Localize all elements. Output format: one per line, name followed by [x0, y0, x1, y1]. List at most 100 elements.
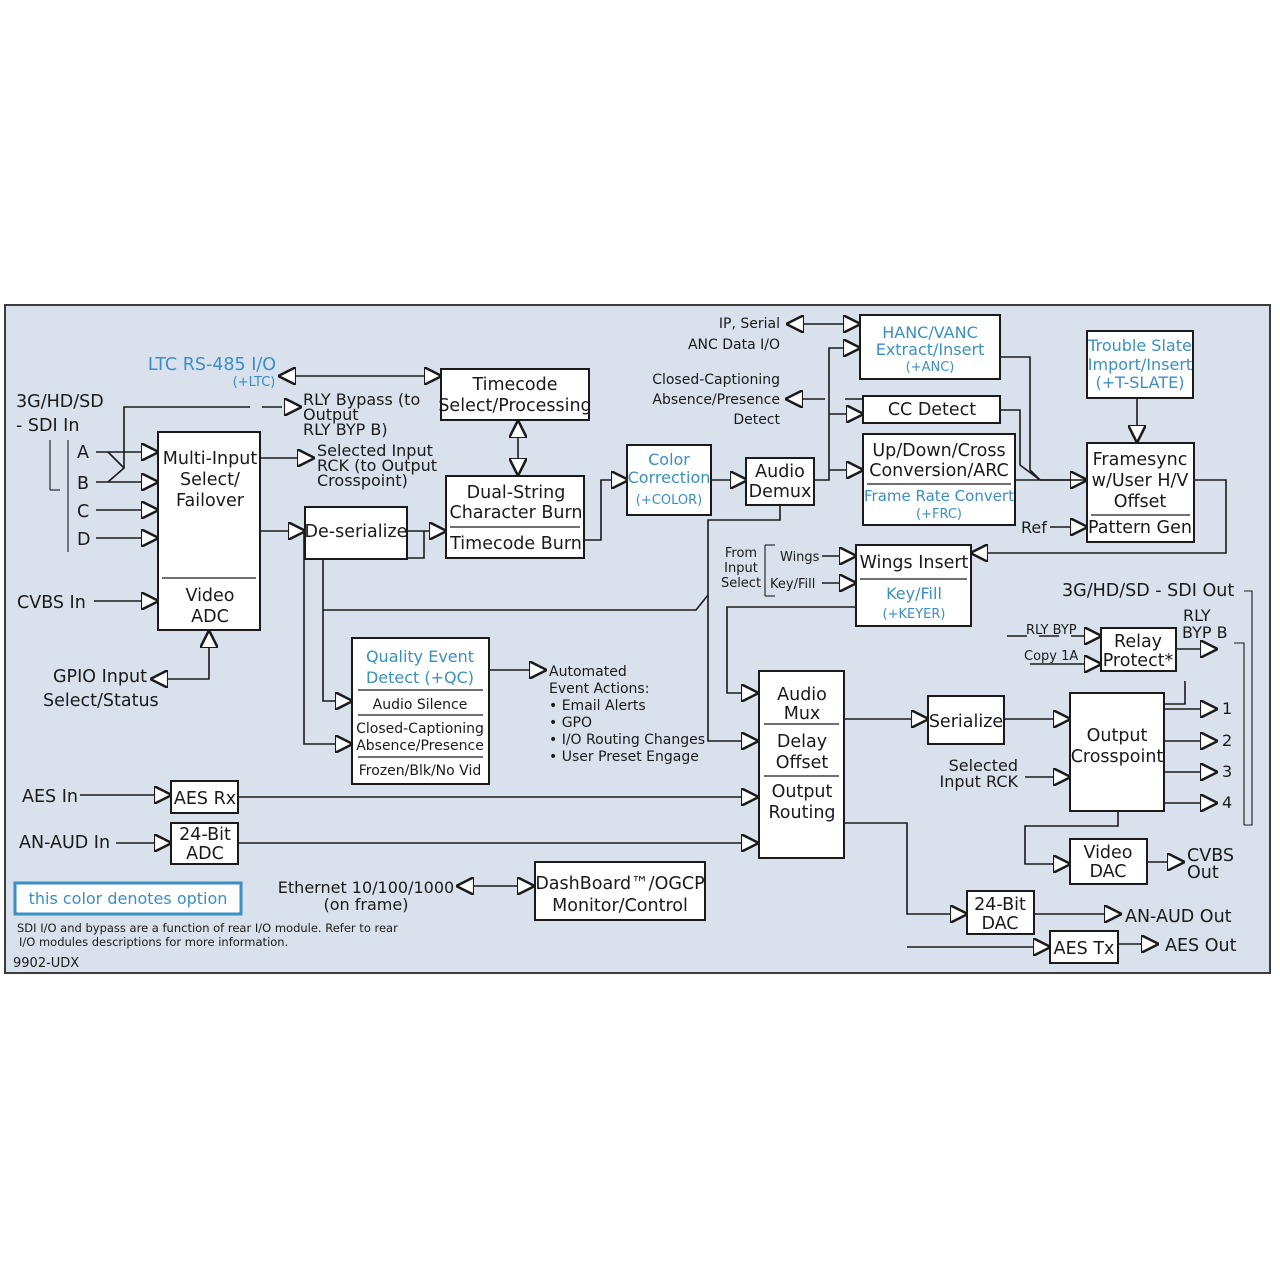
- footer-note-line2: I/O modules descriptions for more inform…: [19, 935, 288, 949]
- trouble-slate-line2: Import/Insert: [1088, 355, 1192, 374]
- connections: [49, 324, 1253, 947]
- sdi-out-label: 3G/HD/SD - SDI Out: [1062, 581, 1234, 601]
- qc-frozen: Frozen/Blk/No Vid: [359, 763, 481, 779]
- cc-label-line1: Closed-Captioning: [652, 372, 780, 388]
- from-input-line1: From: [725, 546, 757, 561]
- multi-input-block: Multi-Input Select/ Failover Video ADC: [157, 431, 261, 631]
- sdi-in-line1: 3G/HD/SD: [16, 392, 104, 412]
- ltc-title: LTC RS-485 I/O: [148, 355, 276, 375]
- updown-line2: Conversion/ARC: [869, 461, 1009, 481]
- hanc-vanc-block: HANC/VANC Extract/Insert (+ANC): [859, 314, 1001, 380]
- delay-offset-line1: Delay: [777, 732, 827, 752]
- framesync-line1: Framesync: [1093, 450, 1188, 470]
- key-fill-label: Key/Fill: [770, 577, 815, 592]
- action-item: • I/O Routing Changes: [549, 732, 705, 748]
- ip-serial-line2: ANC Data I/O: [688, 337, 780, 353]
- from-input-line3: Select: [721, 576, 761, 591]
- audio-mux-line2: Mux: [784, 704, 821, 724]
- option-legend-text: this color denotes option: [29, 889, 228, 908]
- sdi-input-b: B: [77, 474, 89, 494]
- multi-input-line2: Select/: [180, 470, 240, 490]
- rly-byp-b-line2: BYP B: [1182, 623, 1228, 642]
- cvbs-out-line2: Out: [1187, 863, 1219, 883]
- video-adc-line2: ADC: [191, 607, 229, 627]
- action-item: • GPO: [549, 715, 592, 731]
- hanc-option: (+ANC): [906, 360, 955, 375]
- input-labels: 3G/HD/SD - SDI In A B C D CVBS In GPIO I…: [16, 316, 1078, 914]
- color-correction-block: Color Correction (+COLOR): [626, 444, 712, 516]
- cc-detect-block: CC Detect: [862, 395, 1001, 424]
- automated-actions: Automated Event Actions: • Email Alerts …: [549, 664, 705, 765]
- audio-demux-block: Audio Demux: [745, 457, 815, 506]
- trouble-slate-option: (+T-SLATE): [1096, 373, 1185, 392]
- relay-protect-line1: Relay: [1114, 632, 1162, 652]
- aes-tx-block: AES Tx: [1049, 930, 1119, 964]
- audio-mux-block: Audio Mux Delay Offset Output Routing: [758, 670, 845, 859]
- ltc-option: (+LTC): [233, 375, 276, 390]
- dac-24-line2: DAC: [981, 914, 1018, 934]
- output-labels: 3G/HD/SD - SDI Out RLY BYP B 1 2 3 4 CVB…: [1062, 581, 1237, 956]
- dual-string-block: Dual-String Character Burn Timecode Burn: [445, 475, 585, 559]
- cc-label-line2: Absence/Presence: [652, 392, 780, 408]
- wings-insert-block: Wings Insert Key/Fill (+KEYER): [855, 544, 972, 627]
- aes-out-label: AES Out: [1165, 936, 1237, 956]
- updown-line1: Up/Down/Cross: [872, 441, 1005, 461]
- frc-line1: Frame Rate Convert: [864, 487, 1014, 505]
- output-crosspoint-line1: Output: [1087, 726, 1148, 746]
- trouble-slate-line1: Trouble Slate: [1087, 336, 1192, 355]
- copy-1a-label: Copy 1A: [1024, 649, 1078, 664]
- output-routing-line2: Routing: [768, 803, 835, 823]
- timecode-select-line2: Select/Processing: [438, 396, 591, 416]
- trouble-slate-block: Trouble Slate Import/Insert (+T-SLATE): [1086, 330, 1194, 399]
- cvbs-out-line1: CVBS: [1187, 846, 1234, 866]
- relay-protect-line2: Protect*: [1103, 651, 1174, 671]
- hanc-line2: Extract/Insert: [876, 340, 985, 359]
- dual-string-line1: Dual-String: [467, 483, 566, 503]
- timecode-burn-label: Timecode Burn: [449, 534, 582, 554]
- cvbs-in-label: CVBS In: [17, 593, 86, 613]
- adc-24-line1: 24-Bit: [179, 825, 231, 845]
- option-legend-box: [13, 881, 243, 916]
- an-aud-in-label: AN-AUD In: [19, 833, 110, 853]
- qc-title-line1: Quality Event: [366, 647, 474, 666]
- dashboard-line1: DashBoard™/OGCP: [535, 874, 704, 894]
- ethernet-line1: Ethernet 10/100/1000: [278, 878, 454, 897]
- sdi-out-3: 3: [1222, 762, 1232, 781]
- sel-input-line3: Crosspoint): [317, 471, 408, 490]
- rly-bypass-line1: RLY Bypass (to: [303, 390, 420, 409]
- dashboard-block: DashBoard™/OGCP Monitor/Control: [534, 861, 706, 921]
- audio-demux-line2: Demux: [749, 482, 812, 502]
- sel-rck-line2: Input RCK: [940, 772, 1019, 791]
- sel-input-line2: RCK (to Output: [317, 456, 437, 475]
- delay-offset-line2: Offset: [776, 753, 829, 773]
- multi-input-line3: Failover: [176, 491, 245, 511]
- serialize-block: Serialize: [927, 695, 1005, 745]
- framesync-line3: Offset: [1114, 492, 1167, 512]
- sdi-input-a: A: [77, 443, 89, 463]
- ethernet-line2: (on frame): [324, 895, 409, 914]
- qc-cc-line2: Absence/Presence: [356, 738, 484, 754]
- model-number: 9902-UDX: [13, 956, 79, 971]
- dashboard-line2: Monitor/Control: [552, 896, 688, 916]
- video-dac-line1: Video: [1083, 843, 1132, 863]
- sdi-input-d: D: [77, 530, 90, 550]
- footer-note-line1: SDI I/O and bypass are a function of rea…: [17, 921, 398, 935]
- video-adc-line1: Video: [185, 586, 234, 606]
- gpio-line2: Select/Status: [43, 691, 159, 711]
- framesync-line2: w/User H/V: [1092, 471, 1189, 491]
- qc-title-line2: Detect (+QC): [366, 668, 474, 687]
- sdi-in-line2: - SDI In: [16, 416, 79, 436]
- wings-insert-label: Wings Insert: [860, 553, 969, 573]
- wings-label: Wings: [780, 550, 820, 565]
- action-item: • User Preset Engage: [549, 749, 699, 765]
- rly-bypass-line3: RLY BYP B): [303, 420, 388, 439]
- keyfill-line1: Key/Fill: [886, 584, 942, 603]
- adc-24-block: 24-Bit ADC: [170, 822, 239, 865]
- aes-rx-label: AES Rx: [174, 789, 236, 809]
- actions-title-line1: Automated: [549, 664, 627, 680]
- color-correction-line1: Color: [648, 450, 690, 469]
- actions-title-line2: Event Actions:: [549, 681, 649, 697]
- quality-event-block: Quality Event Detect (+QC) Audio Silence…: [351, 637, 490, 785]
- qc-cc-line1: Closed-Captioning: [356, 721, 484, 737]
